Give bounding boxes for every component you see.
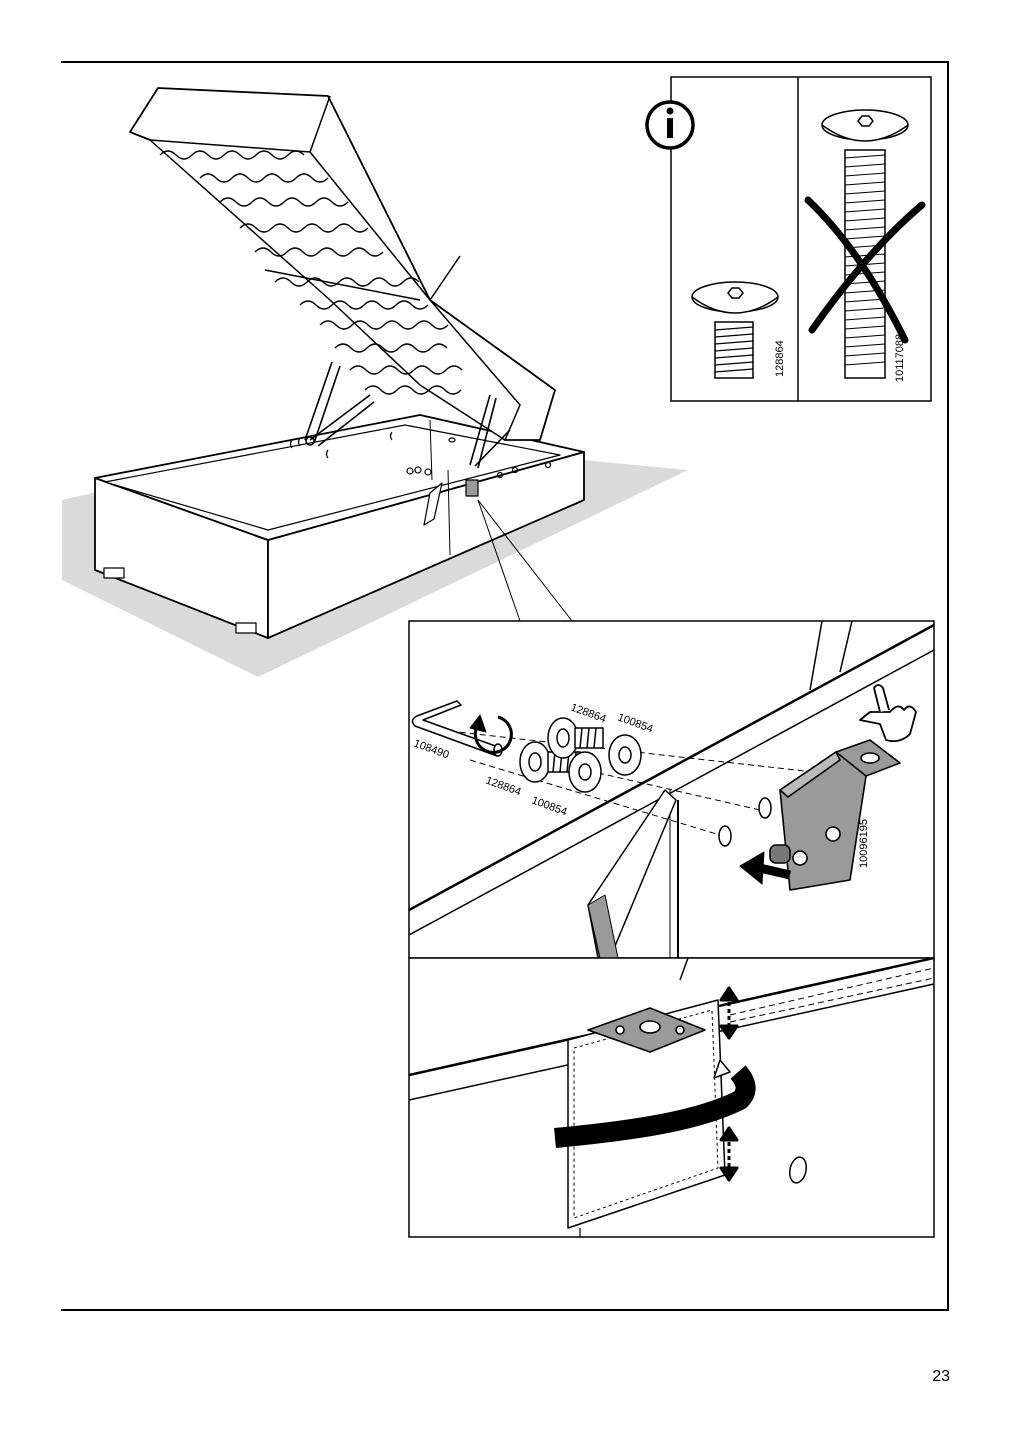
long-screw-id: 10117088 (894, 334, 906, 382)
gas-struts (304, 361, 511, 469)
pointing-hand-icon (859, 684, 917, 743)
storage-bed-drawing (62, 87, 688, 677)
cross-out-icon (804, 196, 926, 344)
strap-curve (554, 1059, 756, 1148)
bottom-rule (61, 1309, 949, 1311)
rotate-arrow-icon (469, 714, 513, 754)
page-number: 23 (932, 1368, 950, 1385)
bracket-id: 10096195 (858, 819, 870, 868)
detail-strap-fitting (408, 957, 935, 1238)
push-arrow-icon (739, 851, 792, 885)
bracket-plate (587, 1007, 706, 1053)
info-icon (645, 100, 695, 150)
hardware-set (519, 717, 642, 793)
spring-rows (159, 150, 463, 395)
double-arrow-icon (719, 986, 739, 1182)
top-rule (61, 61, 949, 63)
right-rule (947, 61, 949, 1310)
info-panel: 128864 (645, 76, 932, 402)
bed-underside (149, 139, 521, 441)
short-screw-illustration (691, 281, 779, 379)
detail-bracket-attachment: 108490 128864 100854 128864 100854 10096… (408, 620, 935, 959)
base-inner (104, 424, 561, 531)
short-screw-id: 128864 (774, 340, 786, 377)
bracket-part (769, 739, 901, 891)
